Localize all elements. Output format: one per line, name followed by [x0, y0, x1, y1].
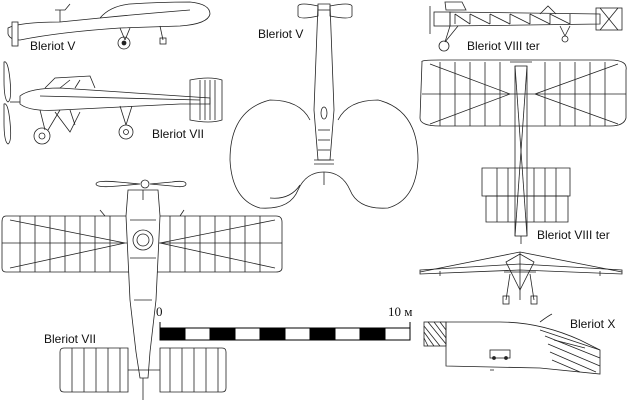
bleriot-viii-ter-top-view: [419, 59, 627, 244]
scale-segment: [159, 327, 186, 341]
scale-end-label: 10 м: [388, 304, 413, 319]
scale-start-label: 0: [156, 304, 163, 319]
bleriot-vii-side-view: [3, 61, 223, 145]
bleriot-viii-ter-side-view: [429, 1, 623, 52]
label-bleriot-viii-ter-side: Bleriot VIII ter: [467, 39, 540, 53]
label-bleriot-vii-top: Bleriot VII: [44, 332, 97, 346]
bleriot-x-view: [423, 313, 601, 375]
bleriot-v-side-view: [7, 1, 211, 50]
label-bleriot-x: Bleriot X: [570, 317, 616, 331]
scale-bar: [159, 322, 411, 341]
label-bleriot-vii-side: Bleriot VII: [152, 127, 205, 141]
label-bleriot-viii-ter-top: Bleriot VIII ter: [537, 228, 610, 242]
scale-segment: [359, 327, 386, 341]
scale-segment: [209, 327, 236, 341]
bleriot-viii-ter-front-view: [419, 251, 623, 305]
label-bleriot-v-top: Bleriot V: [258, 27, 304, 41]
bleriot-vii-top-view: [1, 179, 283, 400]
scale-segment: [309, 327, 336, 341]
bleriot-v-top-view: [229, 3, 419, 209]
scale-segment: [259, 327, 286, 341]
label-bleriot-v-side: Bleriot V: [30, 39, 76, 53]
